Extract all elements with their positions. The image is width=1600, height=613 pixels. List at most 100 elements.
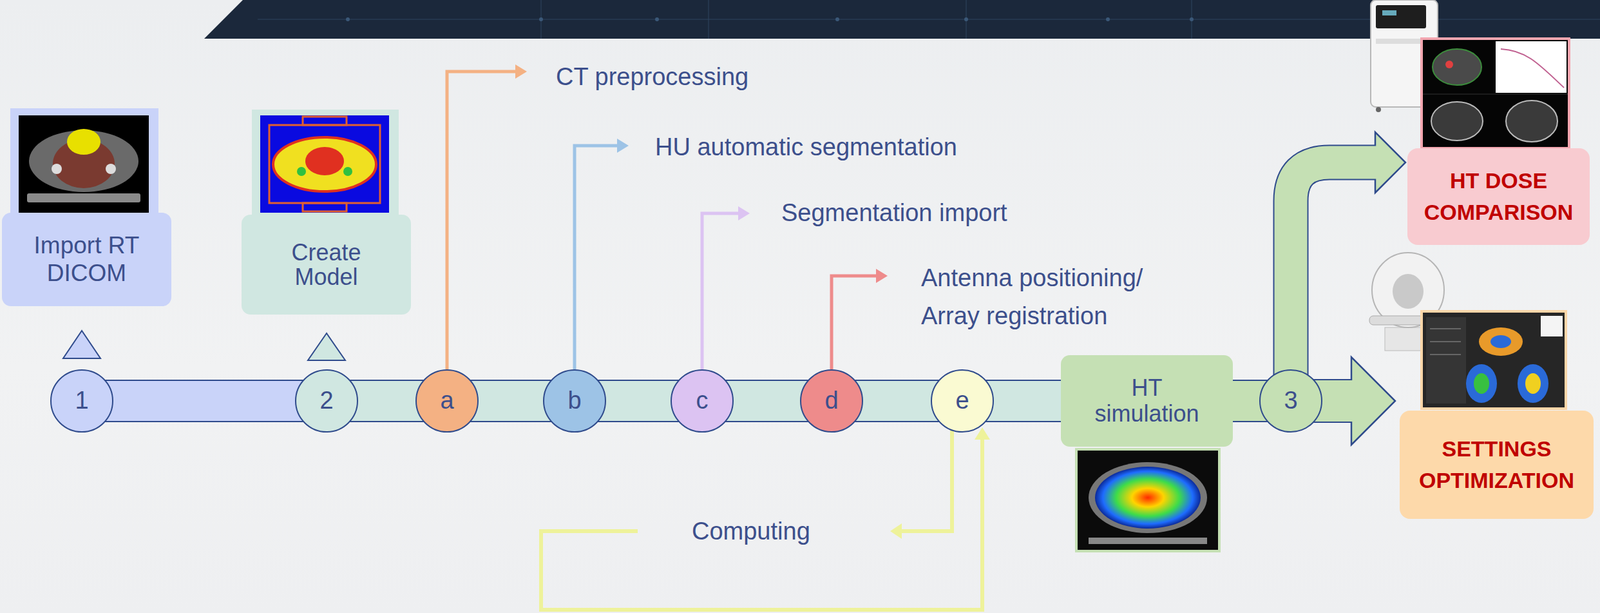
ct-slice-image-part (51, 163, 62, 174)
settings-screenshot-part (1421, 311, 1566, 409)
dose-screenshot-part (1421, 38, 1570, 149)
hyperthermia-device-part (1375, 106, 1381, 113)
model-image-part (302, 116, 347, 125)
header-bar-part (345, 17, 350, 22)
header-bar-part (964, 17, 969, 22)
step-number: 2 (319, 387, 334, 415)
model-image-part (269, 124, 381, 203)
band-outline (1290, 162, 1378, 380)
leader-line-part (447, 71, 516, 370)
pointer-triangle-part (307, 333, 346, 361)
leader-line-part (515, 64, 527, 79)
box-text: Import RT DICOM (10, 231, 163, 287)
ct-slice-image (10, 108, 159, 215)
simulation-image-part (1076, 448, 1220, 551)
dose-screenshot-part (1445, 60, 1454, 69)
computing-loop-part (974, 427, 991, 440)
arrow-head (1375, 132, 1406, 193)
box-text: HT DOSE COMPARISON (1413, 164, 1584, 229)
header-bar-part (835, 17, 840, 22)
header-bar-part (708, 0, 710, 39)
leader-line-part (738, 206, 750, 221)
ct-slice-image-part (66, 128, 101, 155)
step-number: 1 (74, 387, 89, 415)
box-text: Create Model (271, 240, 382, 290)
arrow-head (1351, 356, 1396, 445)
model-image-part (273, 137, 377, 192)
ct-slice-image-part (10, 108, 159, 215)
band-fill (1290, 162, 1378, 380)
model-image-part (305, 146, 344, 176)
settings-screenshot-part (1478, 327, 1523, 356)
settings-screenshot-part (1466, 363, 1497, 403)
hyperthermia-device-part (1375, 5, 1427, 29)
flow-band (595, 400, 681, 402)
ct-slice-image-part (105, 163, 116, 174)
dose-screenshot-part (1422, 94, 1568, 95)
step-number: 3 (1283, 387, 1298, 415)
step-label: Antenna positioning/ Array registration (921, 258, 1192, 335)
process-box: Import RT DICOM (1, 212, 172, 306)
box-text: SETTINGS OPTIMIZATION (1406, 432, 1588, 497)
step-number: c (696, 387, 709, 415)
simulation-image-part (1088, 461, 1208, 533)
band-fill (723, 380, 811, 421)
step-circle: 2 (295, 369, 359, 433)
model-image-part (251, 109, 399, 215)
simulation-image-part (1088, 537, 1208, 544)
model-image (251, 109, 399, 215)
step-circle: e (930, 369, 994, 433)
band-fill (983, 380, 1072, 421)
step-label: Computing (691, 512, 811, 551)
band-outline (347, 379, 426, 422)
dose-screenshot-part (1495, 41, 1567, 93)
step-number: e (955, 387, 969, 415)
step-circle: a (415, 369, 479, 433)
settings-screenshot (1421, 311, 1566, 409)
settings-screenshot-part (1473, 372, 1490, 394)
simulation-image-part (1095, 466, 1201, 529)
step-label: Segmentation import (781, 193, 1008, 232)
output-box: SETTINGS OPTIMIZATION (1395, 311, 1597, 519)
band-outline (103, 379, 306, 422)
step-label: HU automatic segmentation (655, 128, 958, 167)
simulation-image (1076, 448, 1220, 551)
leader-line-part (617, 138, 629, 153)
settings-screenshot-part (1429, 340, 1461, 343)
settings-screenshot-part (1540, 315, 1563, 337)
step-label: CT preprocessing (555, 57, 749, 96)
flow-band (1312, 356, 1396, 445)
settings-screenshot-part (1426, 316, 1467, 404)
computing-loop-part (541, 439, 983, 610)
dose-screenshot-part (1500, 48, 1564, 88)
header-bar-part (655, 17, 659, 22)
computing-loop-part (890, 523, 902, 539)
flow-band (723, 400, 811, 402)
dose-screenshot (1421, 38, 1570, 149)
model-image-part (302, 202, 347, 212)
band-fill (103, 380, 306, 421)
leader-line-part (831, 275, 877, 370)
model-image-part (343, 166, 353, 176)
dose-screenshot-part (1432, 48, 1482, 86)
settings-screenshot-part (1429, 327, 1461, 330)
model-image-part (260, 115, 390, 213)
process-box: HT simulation (1060, 354, 1233, 447)
step-circle: c (670, 369, 734, 433)
settings-screenshot-part (1490, 334, 1512, 348)
step-circle: 1 (50, 369, 114, 433)
band-outline (852, 379, 942, 422)
output-box: HT DOSE COMPARISON (1407, 148, 1590, 245)
band-outline (468, 379, 554, 422)
step-circle: 3 (1259, 369, 1323, 433)
dose-screenshot-part (1505, 100, 1558, 142)
band-fill (468, 380, 554, 421)
header-bar-part (1105, 17, 1110, 22)
step-number: b (567, 387, 581, 415)
leader-line-part (702, 213, 739, 370)
band-fill (347, 380, 426, 421)
step-circle: b (542, 369, 607, 433)
flow-band (852, 400, 942, 402)
flow-band (347, 400, 426, 402)
step-number: a (439, 387, 454, 415)
